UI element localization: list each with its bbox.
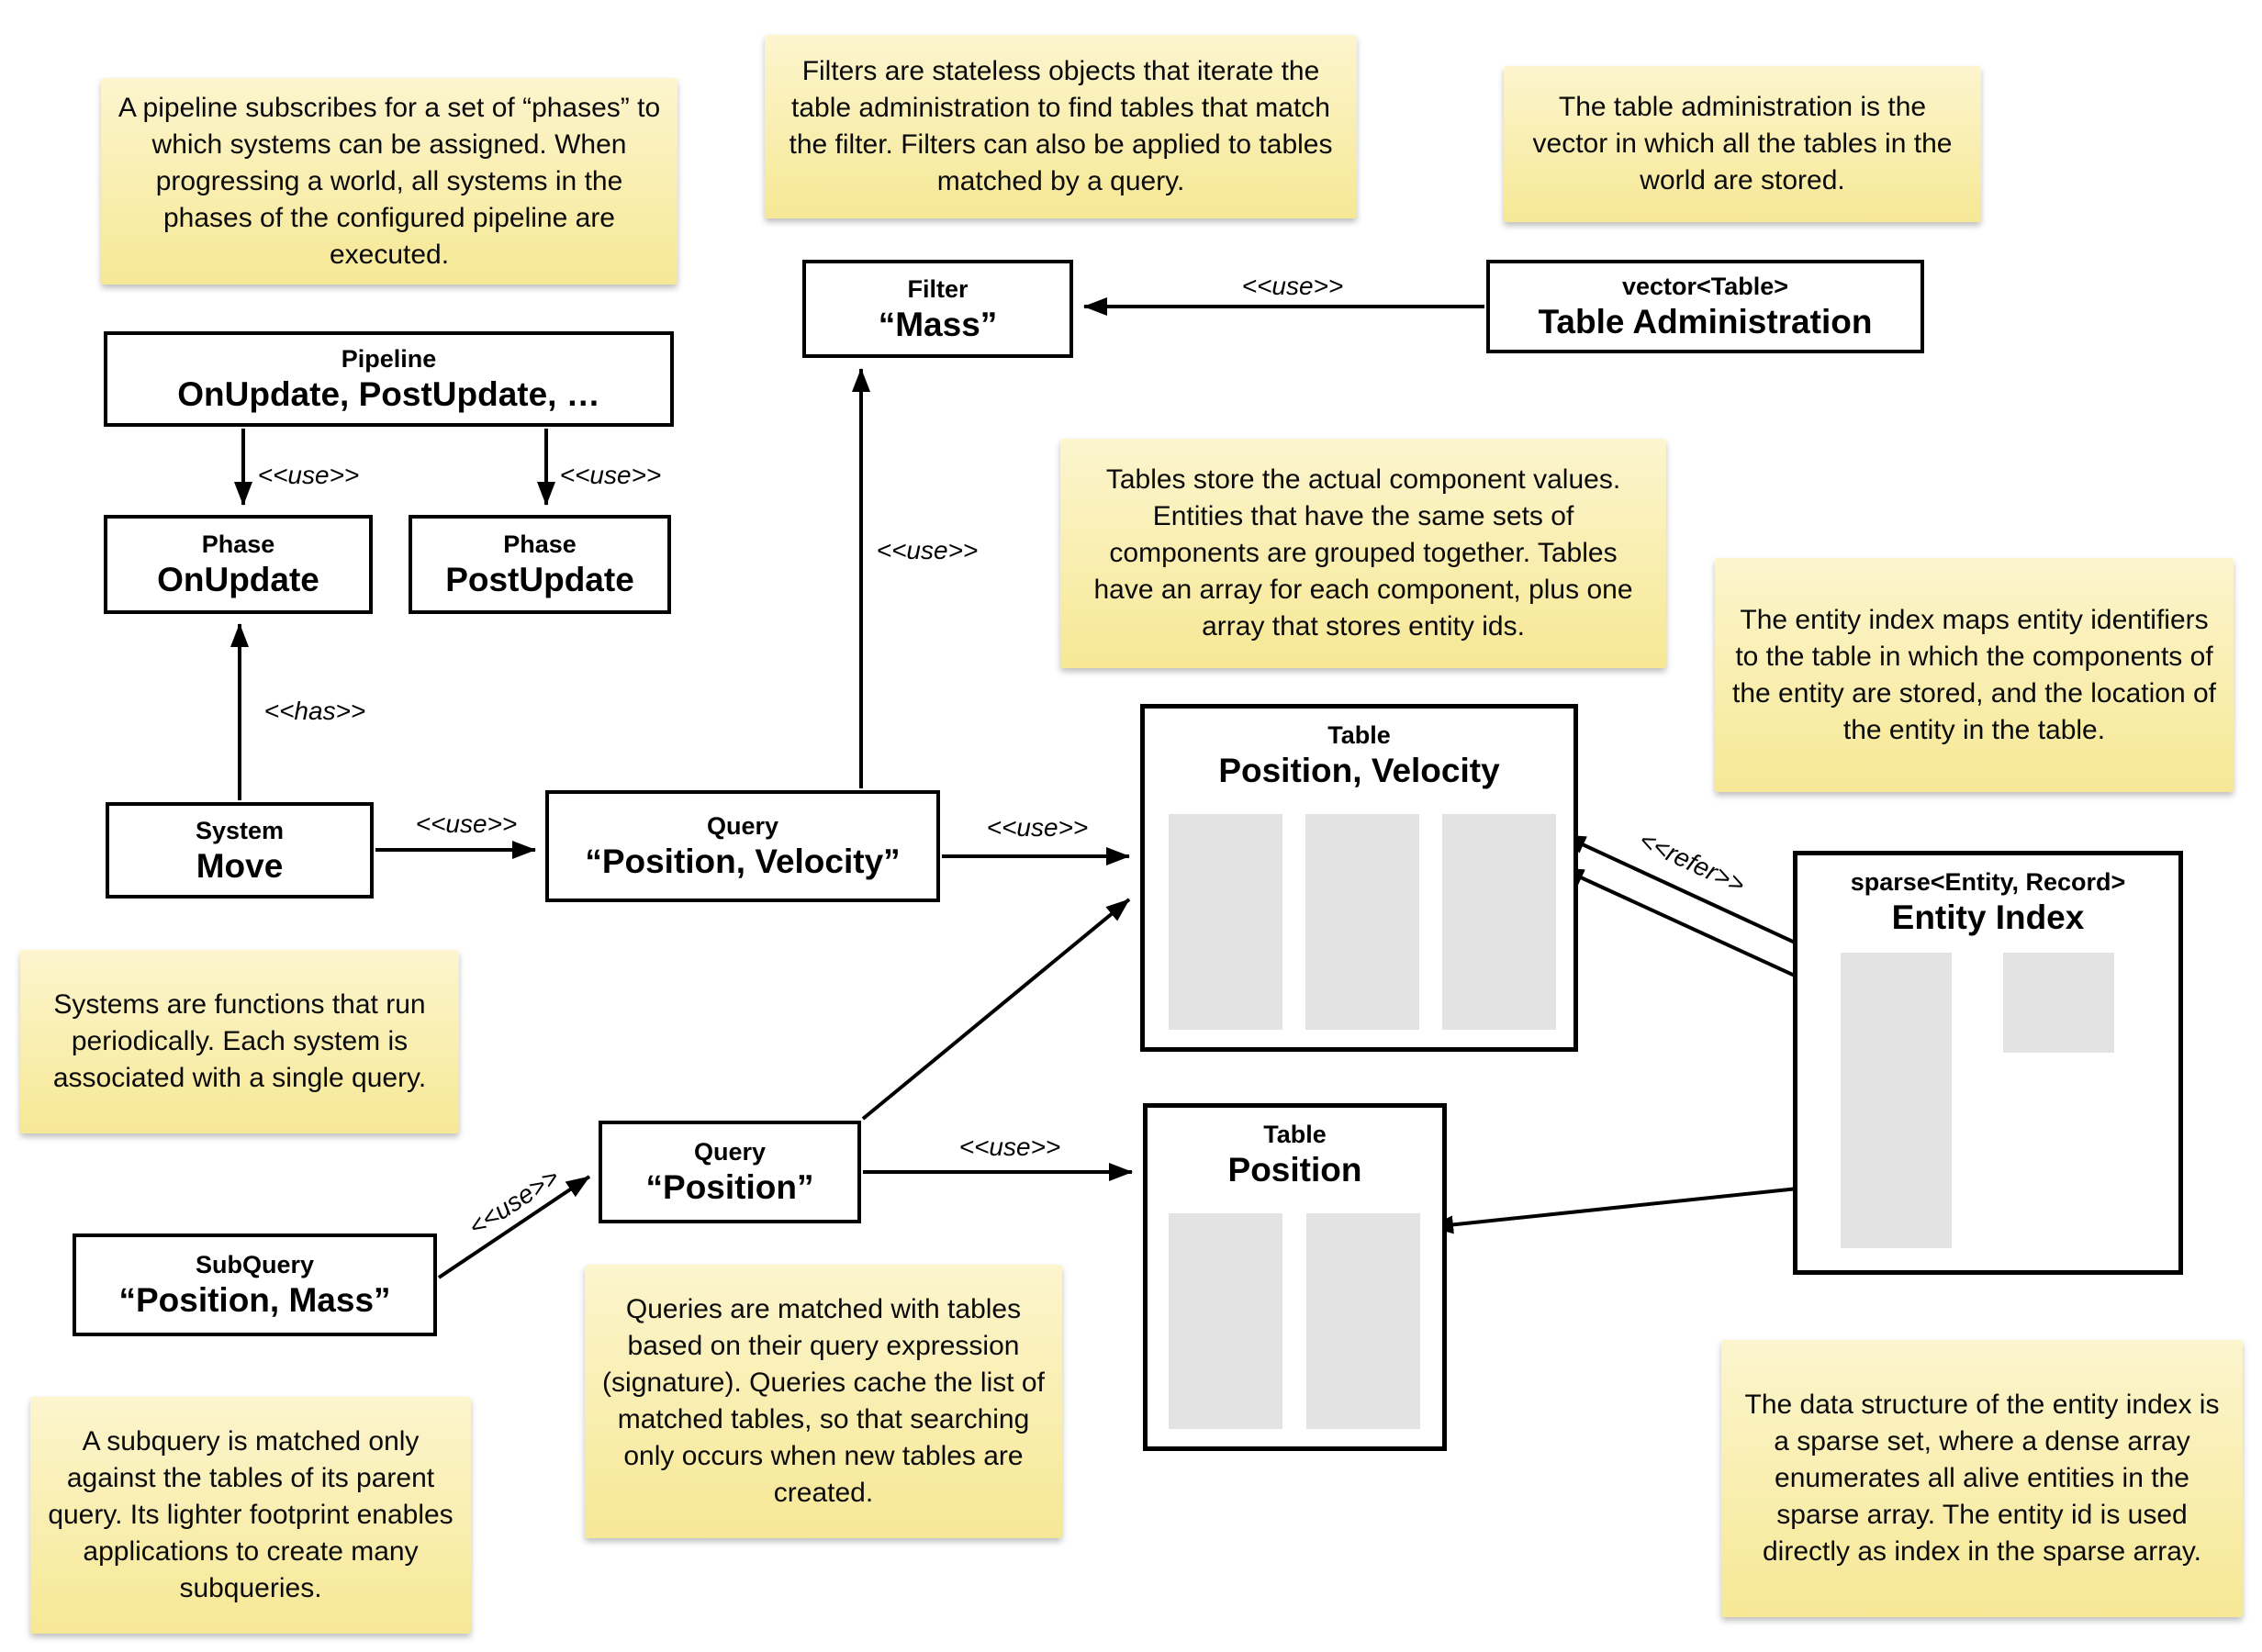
note-tables: Tables store the actual component values… <box>1060 439 1666 668</box>
table-pos-stereotype: Table <box>1263 1121 1327 1148</box>
note-queries: Queries are matched with tables based on… <box>585 1265 1062 1538</box>
arrow-entityindex-to-tablepos <box>1429 1182 1842 1234</box>
box-table-position: Table Position <box>1143 1103 1447 1451</box>
query-pos-name: “Position” <box>645 1168 814 1206</box>
box-phase-onupdate: Phase OnUpdate <box>104 515 373 614</box>
box-subquery: SubQuery “Position, Mass” <box>73 1233 437 1336</box>
label-use-querypos-tablepos: <<use>> <box>958 1133 1061 1161</box>
box-query-position-velocity: Query “Position, Velocity” <box>545 790 940 902</box>
note-sparse-set: The data structure of the entity index i… <box>1721 1340 2243 1617</box>
label-use-querypv-tablepv: <<use>> <box>986 813 1089 842</box>
dense-array <box>2003 953 2114 1053</box>
table-admin-stereotype: vector<Table> <box>1621 273 1789 300</box>
label-use-subquery-querypos: <<use>> <box>463 1162 565 1242</box>
note-table-administration: The table administration is the vector i… <box>1504 66 1981 222</box>
system-move-stereotype: System <box>195 816 285 844</box>
box-system-move: System Move <box>106 802 374 899</box>
query-pv-name: “Position, Velocity” <box>585 843 901 880</box>
phase-onupdate-stereotype: Phase <box>201 530 275 558</box>
component-array-position <box>1169 1213 1282 1429</box>
box-phase-postupdate: Phase PostUpdate <box>409 515 671 614</box>
filter-mass-stereotype: Filter <box>907 274 969 303</box>
note-subquery: A subquery is matched only against the t… <box>30 1397 471 1634</box>
entity-index-name: Entity Index <box>1891 899 2085 936</box>
component-array-velocity <box>1305 814 1419 1030</box>
box-filter-mass: Filter “Mass” <box>802 260 1073 358</box>
label-has-system-phase: <<has>> <box>263 697 366 725</box>
sparse-array <box>1841 953 1952 1248</box>
note-entity-index: The entity index maps entity identifiers… <box>1715 558 2234 792</box>
subquery-stereotype: SubQuery <box>195 1251 315 1278</box>
query-pv-stereotype: Query <box>706 812 779 840</box>
note-pipeline: A pipeline subscribes for a set of “phas… <box>101 78 677 285</box>
box-pipeline: Pipeline OnUpdate, PostUpdate, … <box>104 331 674 427</box>
label-use-query-filter: <<use>> <box>876 536 979 564</box>
subquery-name: “Position, Mass” <box>118 1281 391 1319</box>
pipeline-stereotype: Pipeline <box>341 345 437 373</box>
pipeline-name: OnUpdate, PostUpdate, … <box>177 375 600 413</box>
label-use-pipeline-onupdate: <<use>> <box>257 461 360 489</box>
query-pos-stereotype: Query <box>693 1138 767 1166</box>
label-refer-entityindex-tables: <<refer>> <box>1634 825 1750 899</box>
system-move-name: Move <box>196 846 284 885</box>
box-table-administration: vector<Table> Table Administration <box>1486 260 1924 353</box>
note-systems: Systems are functions that run periodica… <box>20 950 459 1133</box>
box-table-position-velocity: Table Position, Velocity <box>1140 704 1578 1052</box>
entity-index-stereotype: sparse<Entity, Record> <box>1850 868 2126 896</box>
entity-id-array <box>1442 814 1556 1030</box>
table-pv-stereotype: Table <box>1327 721 1391 749</box>
phase-postupdate-name: PostUpdate <box>445 561 634 598</box>
note-filters: Filters are stateless objects that itera… <box>765 35 1357 218</box>
phase-onupdate-name: OnUpdate <box>157 561 319 598</box>
phase-postupdate-stereotype: Phase <box>503 530 577 558</box>
box-query-position: Query “Position” <box>599 1121 861 1223</box>
arrow-querypos-to-tablepv <box>861 898 1131 1121</box>
table-admin-name: Table Administration <box>1538 303 1873 340</box>
table-pv-name: Position, Velocity <box>1218 752 1500 789</box>
table-pos-name: Position <box>1227 1151 1362 1189</box>
label-use-system-query: <<use>> <box>415 809 518 838</box>
label-use-admin-filter: <<use>> <box>1241 272 1344 300</box>
filter-mass-name: “Mass” <box>878 305 998 343</box>
component-array-position <box>1169 814 1282 1030</box>
entity-id-array <box>1306 1213 1420 1429</box>
label-use-pipeline-postupdate: <<use>> <box>559 461 662 489</box>
box-entity-index: sparse<Entity, Record> Entity Index <box>1793 851 2183 1275</box>
